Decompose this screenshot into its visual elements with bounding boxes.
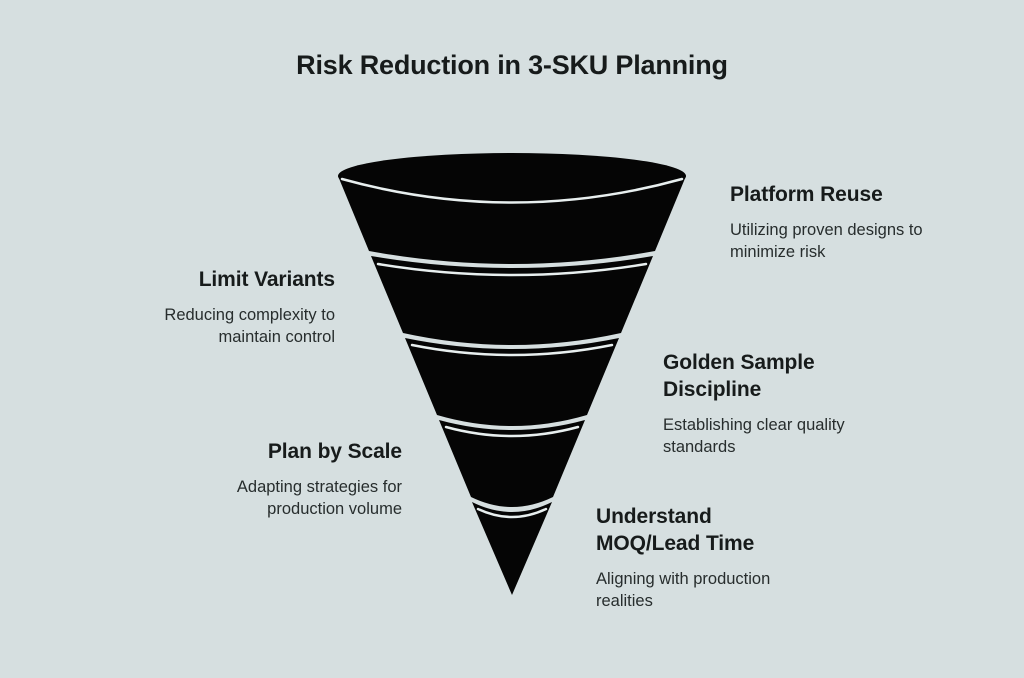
stage-heading-line: Platform Reuse xyxy=(730,183,883,206)
stage-description-line: maintain control xyxy=(218,327,335,346)
funnel-segment-1-highlight-arc xyxy=(340,177,684,204)
stage-description-line: Reducing complexity to xyxy=(164,306,335,324)
stage-description: Utilizing proven designs to minimize ris… xyxy=(730,220,945,263)
stage-label-understand-moq-lead-time: Understand MOQ/Lead Time Aligning with p… xyxy=(596,503,796,612)
funnel-segment-4 xyxy=(439,420,585,507)
stage-description-line: Utilizing proven designs to xyxy=(730,221,923,239)
funnel-segment-2 xyxy=(371,256,653,345)
stage-description-line: production volume xyxy=(267,499,402,518)
stage-heading-line: Plan by Scale xyxy=(267,440,402,463)
funnel-segment-4-highlight-arc xyxy=(444,425,580,438)
funnel-segment-5-highlight-arc xyxy=(476,507,548,519)
page-title: Risk Reduction in 3-SKU Planning xyxy=(296,50,728,80)
stage-heading: Limit Variants xyxy=(125,266,335,293)
stage-label-plan-by-scale: Plan by Scale Adapting strategies for pr… xyxy=(192,438,402,520)
funnel-segment-5 xyxy=(472,502,552,595)
stage-description-line: Aligning with production xyxy=(596,570,771,588)
funnel-segment-3 xyxy=(405,338,619,426)
stage-description-line: realities xyxy=(596,591,653,610)
stage-label-limit-variants: Limit Variants Reducing complexity to ma… xyxy=(125,266,335,348)
stage-heading-line: Understand xyxy=(596,505,712,528)
stage-description: Establishing clear quality standards xyxy=(663,415,868,458)
stage-heading: Understand MOQ/Lead Time xyxy=(596,503,796,557)
stage-heading-line: MOQ/Lead Time xyxy=(596,532,755,555)
stage-label-golden-sample-discipline: Golden Sample Discipline Establishing cl… xyxy=(663,349,868,458)
stage-heading-line: Golden Sample xyxy=(663,351,815,374)
funnel-segment-3-highlight-arc xyxy=(410,343,614,357)
stage-description-line: Adapting strategies for xyxy=(236,478,402,496)
stage-description-line: standards xyxy=(663,437,736,456)
stage-label-platform-reuse: Platform Reuse Utilizing proven designs … xyxy=(730,181,945,263)
stage-description: Aligning with production realities xyxy=(596,569,796,612)
funnel-segment-2-highlight-arc xyxy=(376,262,648,277)
stage-description-line: Establishing clear quality xyxy=(663,416,845,434)
stage-description: Reducing complexity to maintain control xyxy=(125,305,335,348)
stage-heading: Plan by Scale xyxy=(192,438,402,465)
stage-heading: Platform Reuse xyxy=(730,181,945,208)
funnel-segment-1 xyxy=(338,176,686,264)
stage-heading-line: Limit Variants xyxy=(198,268,335,291)
stage-heading-line: Discipline xyxy=(663,378,762,401)
stage-heading: Golden Sample Discipline xyxy=(663,349,868,403)
stage-description-line: minimize risk xyxy=(730,242,826,261)
stage-description: Adapting strategies for production volum… xyxy=(192,477,402,520)
